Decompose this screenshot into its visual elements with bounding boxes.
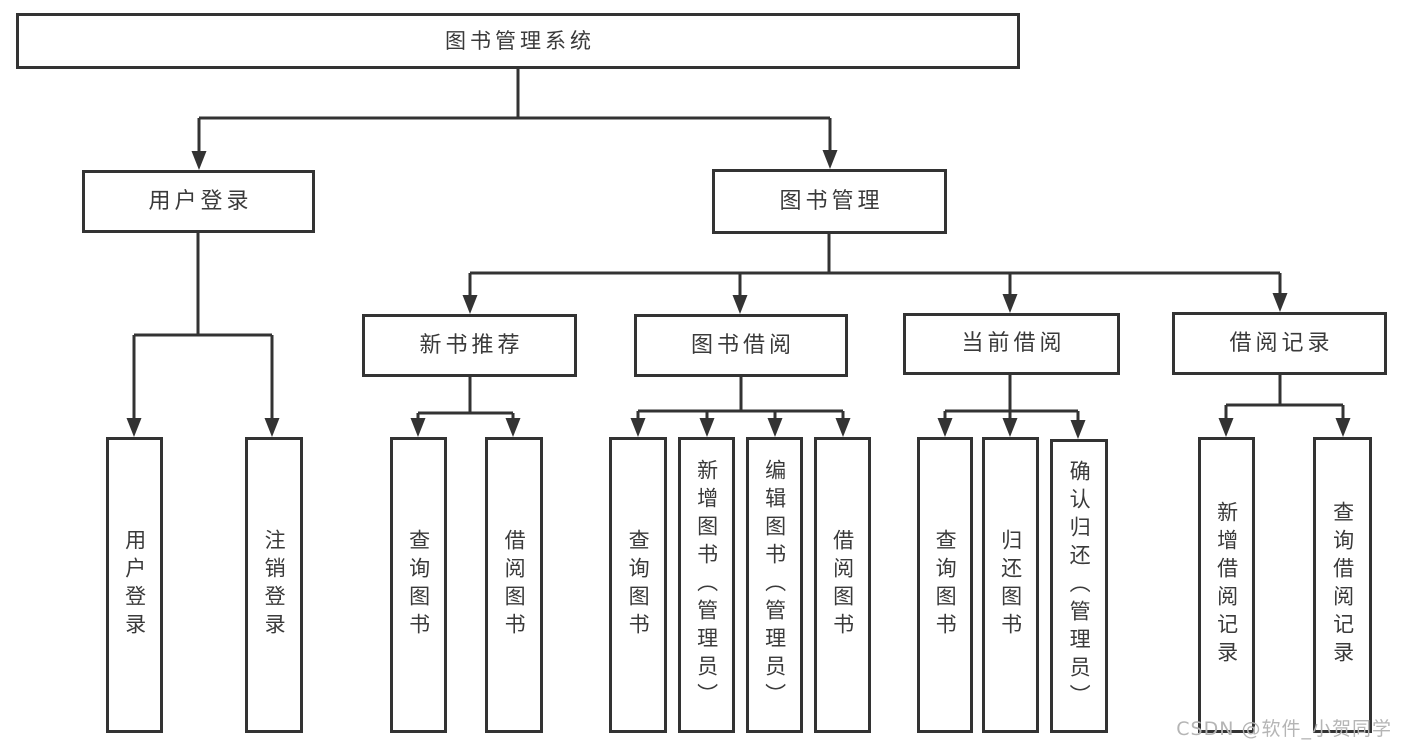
node-leaf-br-add-record: 新增借阅记录 bbox=[1198, 437, 1255, 733]
node-leaf-br-query-record: 查询借阅记录 bbox=[1313, 437, 1372, 733]
node-leaf-logout: 注销登录 bbox=[245, 437, 303, 733]
arrowhead-icon bbox=[699, 418, 715, 437]
arrowhead-icon bbox=[1272, 293, 1288, 312]
arrowhead-icon bbox=[410, 418, 426, 437]
node-leaf-user-login: 用户登录 bbox=[106, 437, 163, 733]
arrowhead-icon bbox=[505, 418, 521, 437]
node-borrow-records: 借阅记录 bbox=[1172, 312, 1387, 375]
arrowhead-icon bbox=[732, 295, 748, 314]
arrowhead-icon bbox=[630, 418, 646, 437]
node-book-mgmt: 图书管理 bbox=[712, 169, 947, 234]
watermark-text: CSDN @软件_小贺同学 bbox=[1176, 718, 1392, 740]
node-leaf-bb-query-book: 查询图书 bbox=[609, 437, 667, 733]
arrowhead-icon bbox=[767, 418, 783, 437]
node-leaf-cb-return-book: 归还图书 bbox=[982, 437, 1039, 733]
node-leaf-bb-edit-book: 编辑图书（管理员） bbox=[746, 437, 803, 733]
arrowhead-icon bbox=[822, 150, 838, 169]
node-current-borrow: 当前借阅 bbox=[903, 313, 1120, 375]
node-leaf-bb-add-book: 新增图书（管理员） bbox=[678, 437, 735, 733]
node-leaf-bb-borrow-book: 借阅图书 bbox=[814, 437, 871, 733]
arrowhead-icon bbox=[937, 418, 953, 437]
node-root: 图书管理系统 bbox=[16, 13, 1020, 69]
arrowhead-icon bbox=[126, 418, 142, 437]
node-user-login-group: 用户登录 bbox=[82, 170, 315, 233]
arrowhead-icon bbox=[462, 295, 478, 314]
node-leaf-nb-borrow-book: 借阅图书 bbox=[485, 437, 543, 733]
arrowhead-icon bbox=[835, 418, 851, 437]
arrowhead-icon bbox=[191, 151, 207, 170]
arrowhead-icon bbox=[1335, 418, 1351, 437]
node-new-book-recommend: 新书推荐 bbox=[362, 314, 577, 377]
node-leaf-cb-confirm-return: 确认归还（管理员） bbox=[1050, 439, 1108, 733]
arrowhead-icon bbox=[1218, 418, 1234, 437]
arrowhead-icon bbox=[1070, 420, 1086, 439]
node-leaf-nb-query-book: 查询图书 bbox=[390, 437, 447, 733]
node-leaf-cb-query-book: 查询图书 bbox=[917, 437, 973, 733]
node-book-borrow: 图书借阅 bbox=[634, 314, 848, 377]
arrowhead-icon bbox=[1002, 294, 1018, 313]
arrowhead-icon bbox=[264, 418, 280, 437]
arrowhead-icon bbox=[1002, 418, 1018, 437]
